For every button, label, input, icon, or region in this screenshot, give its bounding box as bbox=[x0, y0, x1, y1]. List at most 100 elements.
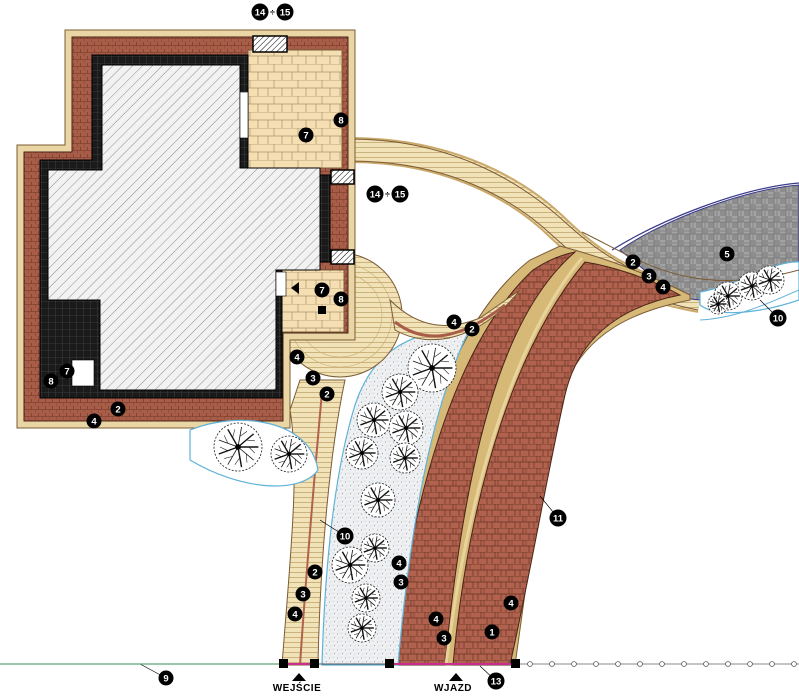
callout-number: 3 bbox=[398, 577, 403, 588]
tree-icon bbox=[707, 293, 729, 315]
tree-icon bbox=[381, 373, 419, 411]
drainage-grate-low bbox=[330, 249, 355, 265]
callout-number: 4 bbox=[660, 282, 666, 293]
callout-number: 2 bbox=[115, 404, 120, 415]
tree-icon bbox=[356, 402, 392, 438]
fence-post bbox=[747, 661, 753, 667]
callout-circle bbox=[276, 3, 294, 21]
callout-marker: 2 bbox=[464, 321, 480, 337]
callout-marker: 8 bbox=[333, 291, 349, 307]
gate-post bbox=[385, 659, 394, 668]
callout-number: 7 bbox=[64, 366, 69, 377]
driveway-strip-right bbox=[452, 261, 682, 666]
callout-marker: 4 bbox=[287, 606, 303, 622]
driveway-strip-left bbox=[391, 251, 577, 666]
callout-number: 14 bbox=[255, 7, 266, 18]
callout-number: 4 bbox=[433, 614, 439, 625]
callout-circle bbox=[287, 606, 303, 622]
callout-separator: ÷ bbox=[270, 8, 275, 18]
callout-marker: 7 bbox=[59, 363, 75, 379]
callout-circle bbox=[655, 279, 671, 295]
callout-marker: 7 bbox=[314, 282, 330, 298]
tree-icon bbox=[360, 482, 396, 518]
callout-circle bbox=[366, 185, 384, 203]
callout-circle bbox=[158, 670, 174, 686]
callout-circle bbox=[298, 127, 314, 143]
callout-circle bbox=[393, 574, 409, 590]
callout-marker: 2 bbox=[319, 386, 335, 402]
fence-post bbox=[725, 661, 731, 667]
callout-circle bbox=[336, 527, 354, 545]
fence-post bbox=[703, 661, 709, 667]
tree-icon bbox=[345, 436, 379, 470]
terrace-side bbox=[277, 269, 345, 333]
callout-marker: 4 bbox=[289, 349, 305, 365]
callout-marker: 4 bbox=[655, 279, 671, 295]
terrace-top bbox=[247, 49, 343, 169]
callout-marker: 4 bbox=[391, 555, 407, 571]
callout-marker: 3 bbox=[641, 268, 657, 284]
callout-number: 4 bbox=[91, 416, 97, 427]
callout-number: 11 bbox=[553, 513, 564, 524]
callout-circle bbox=[436, 630, 452, 646]
house-footprint bbox=[47, 64, 321, 391]
callout-number: 4 bbox=[292, 609, 298, 620]
entrance-arrow bbox=[292, 673, 306, 681]
fence-post bbox=[791, 661, 797, 667]
gate-post bbox=[310, 659, 319, 668]
gate-post bbox=[511, 659, 520, 668]
callout-marker: 7 bbox=[298, 127, 314, 143]
callout-circle bbox=[487, 672, 505, 690]
tree-icon bbox=[347, 613, 377, 643]
entrance-label: WEJŚCIE bbox=[273, 681, 322, 694]
callout-number: 14 bbox=[370, 189, 381, 200]
callout-number: 9 bbox=[163, 673, 168, 684]
fence-post bbox=[769, 661, 775, 667]
callout-number: 3 bbox=[646, 271, 651, 282]
fence-post bbox=[527, 661, 533, 667]
callout-number: 10 bbox=[773, 313, 784, 324]
callout-number: 2 bbox=[630, 257, 635, 268]
tree-icon bbox=[213, 422, 263, 472]
callout-circle bbox=[464, 321, 480, 337]
callout-marker: 11 bbox=[549, 509, 567, 527]
callout-marker: 2 bbox=[110, 401, 126, 417]
callout-marker: 8 bbox=[43, 373, 59, 389]
tree-icon bbox=[755, 265, 785, 295]
callout-number: 7 bbox=[303, 130, 308, 141]
callout-circle bbox=[641, 268, 657, 284]
callout-circle bbox=[625, 254, 641, 270]
callout-circle bbox=[391, 555, 407, 571]
callout-number: 7 bbox=[319, 285, 324, 296]
callout-number: 1 bbox=[489, 627, 495, 638]
callout-marker: 4 bbox=[446, 314, 462, 330]
callout-circle bbox=[428, 611, 444, 627]
callout-circle bbox=[503, 595, 519, 611]
callout-number: 15 bbox=[280, 7, 291, 18]
callout-circle bbox=[289, 349, 305, 365]
callout-circle bbox=[251, 3, 269, 21]
callout-marker: 3 bbox=[436, 630, 452, 646]
driveway-arrow bbox=[449, 673, 463, 681]
tree-icon bbox=[270, 435, 308, 473]
drainage-grate-mid bbox=[330, 169, 355, 185]
fence-post bbox=[681, 661, 687, 667]
callout-circle bbox=[446, 314, 462, 330]
callout-circle bbox=[305, 370, 321, 386]
callout-number: 3 bbox=[300, 589, 305, 600]
callout-circle bbox=[549, 509, 567, 527]
callout-marker: 13 bbox=[487, 672, 505, 690]
callout-number: 4 bbox=[508, 598, 514, 609]
drainage-grate-top bbox=[252, 35, 288, 53]
callout-circle bbox=[295, 586, 311, 602]
callout-marker: 10 bbox=[336, 527, 354, 545]
callout-circle bbox=[110, 401, 126, 417]
callout-circle bbox=[769, 309, 787, 327]
tree-icon bbox=[388, 410, 424, 446]
fence-posts bbox=[527, 661, 797, 667]
callout-circle bbox=[484, 624, 500, 640]
callout-number: 4 bbox=[451, 317, 457, 328]
